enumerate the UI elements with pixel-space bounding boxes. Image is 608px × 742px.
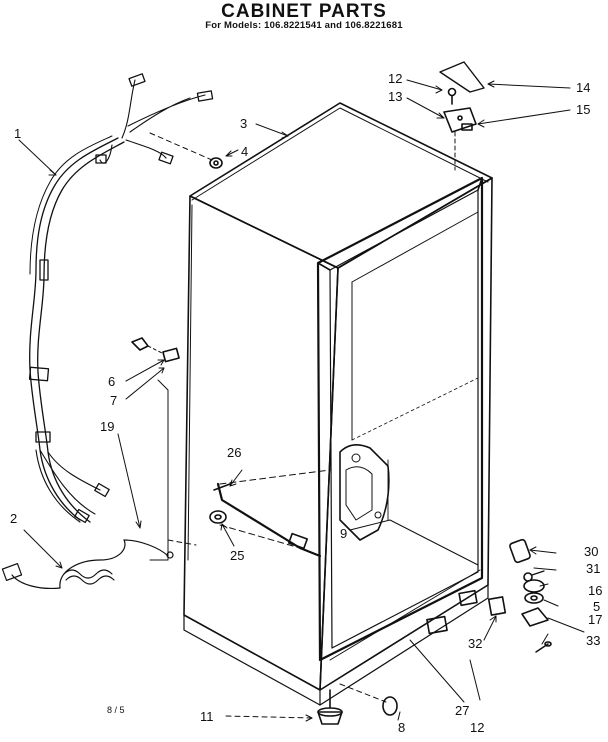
front-rail-parts	[209, 469, 331, 558]
leveling-leg	[225, 689, 343, 725]
top-hinge-parts	[439, 61, 485, 171]
part-label-4: 4	[241, 144, 249, 159]
part-label-25: 25	[230, 548, 245, 563]
part-label-12-bottom: 12	[470, 720, 485, 735]
part-label-26: 26	[227, 445, 242, 460]
part-label-7: 7	[110, 393, 118, 408]
page-code: 8 / 5	[107, 705, 125, 715]
diagram-subtitle: For Models: 106.8221541 and 106.8221681	[205, 20, 403, 31]
base-cap	[339, 683, 401, 721]
part-label-8: 8	[398, 720, 406, 735]
part-label-5: 5	[593, 599, 601, 614]
part-label-17: 17	[588, 612, 603, 627]
part-label-16: 16	[588, 583, 603, 598]
leader-lines	[149, 79, 571, 161]
grommet-part	[209, 157, 223, 169]
part-label-11: 11	[200, 709, 214, 724]
part-label-27: 27	[455, 703, 470, 718]
part-label-31: 31	[586, 561, 601, 576]
part-label-14: 14	[576, 80, 591, 95]
cabinet-body	[183, 102, 493, 706]
part-label-19: 19	[100, 419, 115, 434]
screw-clip-parts	[125, 337, 180, 400]
part-label-15: 15	[576, 102, 591, 117]
drain-duct-assembly	[339, 444, 390, 541]
part-label-33: 33	[586, 633, 601, 648]
part-label-13: 13	[388, 89, 403, 104]
part-label-2: 2	[10, 511, 18, 526]
part-label-6: 6	[108, 374, 116, 389]
part-label-1: 1	[14, 126, 22, 141]
part-label-9: 9	[340, 526, 348, 541]
part-label-12-top: 12	[388, 71, 403, 86]
bottom-hinge-parts	[409, 538, 585, 703]
wire-harness	[18, 73, 214, 524]
part-label-32: 32	[468, 636, 483, 651]
part-label-30: 30	[584, 544, 599, 559]
part-label-3: 3	[240, 116, 248, 131]
power-cord	[1, 529, 174, 590]
diagram-title: CABINET PARTS	[221, 1, 387, 22]
bracket-part	[117, 379, 197, 561]
